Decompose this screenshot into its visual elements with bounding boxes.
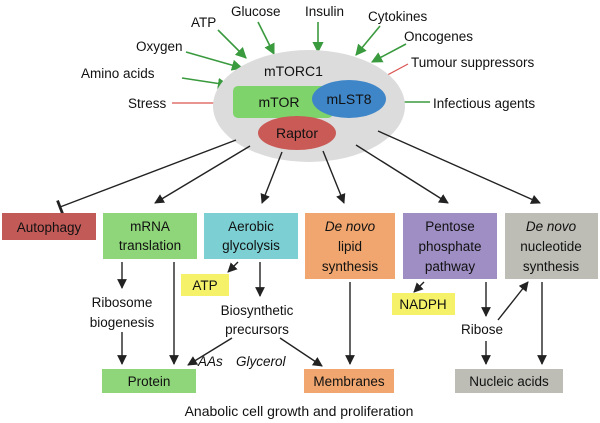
arrow-precursors-to-membranes: [279, 337, 323, 367]
arrow-to-mrna-translation: [154, 145, 251, 204]
mlst8-label: mLST8: [326, 91, 371, 107]
box-pentose-phosphate: [403, 213, 497, 279]
arrow-glycolysis-to-atp: [227, 261, 239, 273]
input-label-atp: ATP: [191, 15, 216, 30]
arrow-to-aerobic-glycolysis: [260, 151, 283, 204]
nucleic-acids-label: Nucleic acids: [469, 374, 549, 389]
arrow-oxygen: [185, 51, 244, 71]
mrna-label-1: mRNA: [130, 219, 170, 234]
input-label-oxygen: Oxygen: [136, 39, 183, 54]
arrow-to-pentose-phosphate: [355, 144, 449, 204]
membranes-label: Membranes: [313, 374, 385, 389]
box-membranes: [304, 369, 394, 393]
arrow-oncogenes: [371, 43, 407, 63]
atp-yellow-label: ATP: [192, 278, 217, 293]
pentose-label-2: phosphate: [418, 239, 481, 254]
arrow-pentose-to-nadph: [413, 281, 425, 293]
mlst8-subunit: [312, 80, 386, 118]
input-label-tumour-suppressors: Tumour suppressors: [411, 55, 535, 70]
arrow-precursors-to-protein: [187, 337, 233, 366]
arrow-to-lipid-synthesis: [322, 150, 346, 204]
arrow-atp: [217, 29, 247, 59]
aerobic-label-2: glycolysis: [222, 238, 280, 253]
input-label-infectious-agents: Infectious agents: [433, 96, 535, 111]
nucleotide-label-3: synthesis: [523, 259, 580, 274]
lipid-label-2: lipid: [338, 239, 362, 254]
footer-caption: Anabolic cell growth and proliferation: [185, 403, 414, 419]
lipid-label-3: synthesis: [322, 259, 379, 274]
arrow-to-nucleotide-synthesis: [377, 130, 541, 204]
input-label-stress: Stress: [128, 96, 167, 111]
box-mrna-translation: [103, 213, 197, 259]
ribose-label: Ribose: [461, 322, 503, 337]
pentose-label-3: pathway: [425, 259, 476, 274]
box-protein: [102, 369, 196, 393]
glycerol-label: Glycerol: [236, 354, 287, 369]
box-nadph-yellow: [392, 293, 455, 315]
pentose-label-1: Pentose: [425, 219, 475, 234]
input-label-oncogenes: Oncogenes: [404, 29, 473, 44]
box-aerobic-glycolysis: [204, 213, 298, 259]
raptor-subunit: [258, 116, 336, 150]
raptor-label: Raptor: [276, 125, 318, 141]
box-nucleotide-synthesis: [505, 213, 598, 279]
ribosome-biogenesis-label-1: Ribosome: [92, 295, 153, 310]
input-label-amino-acids: Amino acids: [81, 66, 155, 81]
arrow-glucose: [257, 21, 275, 56]
mtorc1-title: mTORC1: [264, 63, 323, 79]
box-nucleic-acids: [455, 369, 563, 393]
autophagy-label: Autophagy: [17, 220, 82, 235]
arrow-ribose-to-nucleotide: [497, 281, 529, 321]
biosynthetic-label-1: Biosynthetic: [221, 303, 294, 318]
input-label-insulin: Insulin: [305, 4, 344, 19]
lipid-label-1: De novo: [325, 219, 376, 234]
protein-label: Protein: [128, 374, 171, 389]
box-autophagy: [2, 213, 96, 240]
inhibit-autophagy: [56, 139, 237, 215]
mtor-label: mTOR: [259, 94, 300, 110]
aas-label: AAs: [197, 354, 223, 369]
mrna-label-2: translation: [119, 238, 181, 253]
nucleotide-label-1: De novo: [526, 219, 577, 234]
biosynthetic-label-2: precursors: [225, 322, 289, 337]
nadph-label: NADPH: [399, 297, 446, 312]
mtor-subunit: [233, 86, 333, 118]
arrow-amino-acids: [181, 77, 230, 90]
input-label-glucose: Glucose: [231, 4, 281, 19]
input-label-cytokines: Cytokines: [368, 9, 428, 24]
box-atp-yellow: [181, 274, 229, 296]
box-lipid-synthesis: [305, 213, 395, 279]
aerobic-label-1: Aerobic: [228, 219, 274, 234]
nucleotide-label-2: nucleotide: [520, 239, 582, 254]
ribosome-biogenesis-label-2: biogenesis: [90, 315, 155, 330]
arrow-cytokines: [355, 25, 381, 56]
